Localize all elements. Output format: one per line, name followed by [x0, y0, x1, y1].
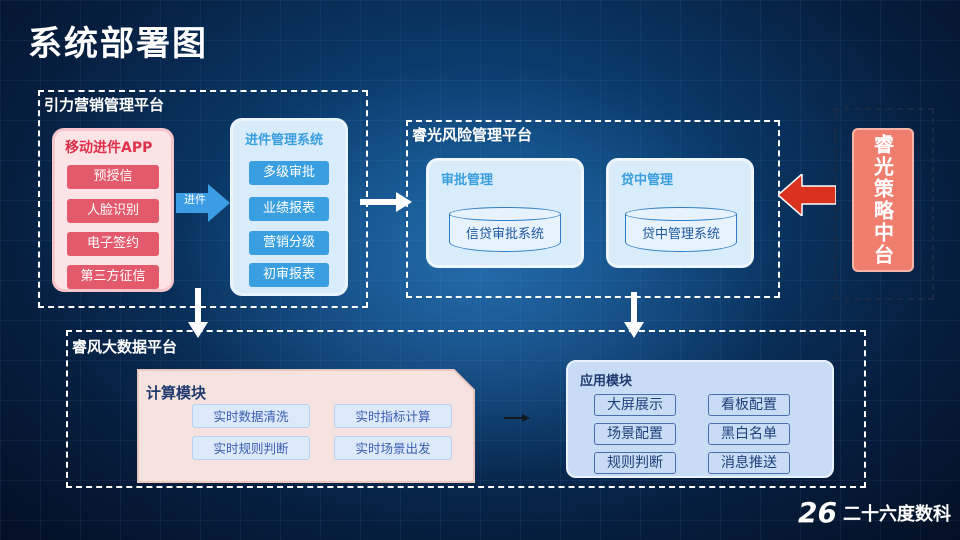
app-item-2: 场景配置: [594, 423, 676, 445]
arrow-yinli-to-ruiguang: [360, 192, 412, 212]
app-item-5: 消息推送: [708, 452, 790, 474]
logo-mark: 26: [798, 496, 837, 529]
daizhong-panel: 贷中管理 贷中管理系统: [606, 158, 754, 268]
app-module-panel: 应用模块 大屏展示 看板配置 场景配置 黑白名单 规则判断 消息推送: [566, 360, 834, 478]
mobile-item-1: 人脸识别: [67, 199, 159, 223]
app-item-3: 黑白名单: [708, 423, 790, 445]
logo-text: 二十六度数科: [842, 503, 951, 525]
jinjian-item-2: 营销分级: [249, 231, 329, 255]
app-item-0: 大屏展示: [594, 394, 676, 416]
ruifeng-platform-border: [66, 330, 866, 488]
app-item-4: 规则判断: [594, 452, 676, 474]
jinjian-item-1: 业绩报表: [249, 197, 329, 221]
compute-item-3: 实时场景出发: [334, 436, 452, 460]
mobile-app-title: 移动进件APP: [65, 140, 153, 156]
jinjian-arrow: [176, 184, 230, 222]
company-logo: 26 二十六度数科: [798, 496, 951, 529]
mobile-item-2: 电子签约: [67, 232, 159, 256]
jinjian-item-0: 多级审批: [249, 161, 329, 185]
app-module-title: 应用模块: [580, 374, 633, 389]
jinjian-system-panel: 进件管理系统 多级审批 业绩报表 营销分级 初审报表: [230, 118, 348, 296]
jinjian-system-title: 进件管理系统: [245, 133, 324, 148]
ruiguang-platform-border: [406, 120, 780, 298]
compute-title: 计算模块: [146, 384, 207, 402]
mobile-app-panel: 移动进件APP 预授信 人脸识别 电子签约 第三方征信: [52, 128, 174, 292]
ruifeng-platform-label: 睿风大数据平台: [72, 338, 178, 356]
mobile-item-0: 预授信: [67, 165, 159, 189]
compute-item-2: 实时规则判断: [192, 436, 310, 460]
yinli-platform-label: 引力营销管理平台: [44, 96, 165, 114]
app-item-1: 看板配置: [708, 394, 790, 416]
mobile-item-3: 第三方征信: [67, 265, 159, 289]
shenpi-panel: 审批管理 信贷审批系统: [426, 158, 584, 268]
shenpi-title: 审批管理: [441, 173, 494, 188]
page-title: 系统部署图: [28, 24, 208, 64]
compute-to-app-arrow: [504, 414, 530, 422]
compute-item-0: 实时数据清洗: [192, 404, 310, 428]
credit-approval-db: 信贷审批系统: [449, 207, 561, 253]
arrow-strategy-to-ruiguang: [778, 174, 836, 216]
daizhong-title: 贷中管理: [621, 173, 674, 188]
ruiguang-platform-label: 睿光风险管理平台: [412, 126, 533, 144]
compute-item-1: 实时指标计算: [334, 404, 452, 428]
loan-management-db: 贷中管理系统: [625, 207, 737, 253]
jinjian-item-3: 初审报表: [249, 263, 329, 287]
jinjian-arrow-label: 进件: [184, 193, 206, 206]
strategy-center: 睿光策略中台: [852, 128, 914, 272]
